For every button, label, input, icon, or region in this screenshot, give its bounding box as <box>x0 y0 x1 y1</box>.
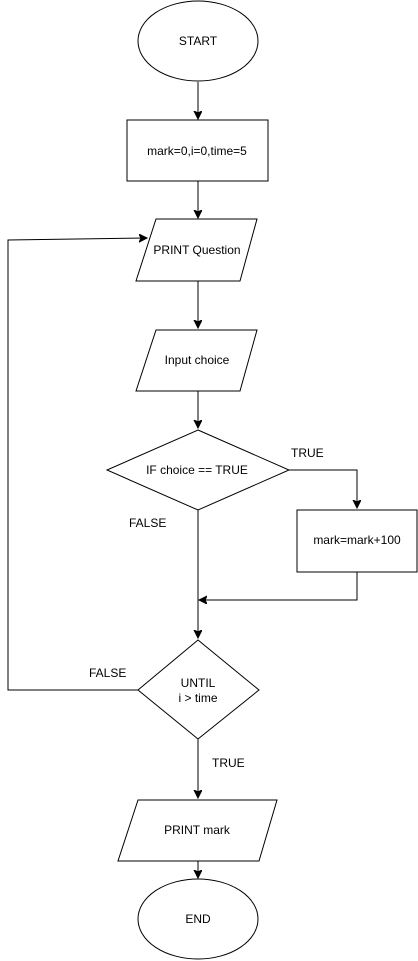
end-ellipse <box>137 878 259 960</box>
until-diamond <box>137 639 260 740</box>
if-false-label: FALSE <box>129 516 166 530</box>
add-mark-rect <box>296 509 418 573</box>
end-node: END <box>137 878 259 960</box>
if-decision-node: IF choice == TRUE <box>105 429 291 511</box>
edge-add-mark-to-merge <box>200 572 358 600</box>
init-rect <box>126 119 269 182</box>
start-node: START <box>137 0 259 82</box>
print-mark-parallelogram <box>117 799 278 862</box>
until-true-label: TRUE <box>212 756 245 770</box>
if-true-label: TRUE <box>291 446 324 460</box>
print-question-node: PRINT Question <box>135 218 258 282</box>
edge-until-false-loop <box>7 238 146 691</box>
init-label: mark=0,i=0,time=5 <box>147 144 247 158</box>
end-label: END <box>185 912 211 926</box>
print-question-label: PRINT Question <box>153 243 240 257</box>
add-mark-node: mark=mark+100 <box>296 509 418 573</box>
init-node: mark=0,i=0,time=5 <box>126 119 269 182</box>
if-label: IF choice == TRUE <box>146 463 248 477</box>
until-decision-node: UNTIL i > time <box>137 639 260 740</box>
edges <box>7 82 358 877</box>
until-label-line2: i > time <box>178 691 217 705</box>
edge-if-true-to-add-mark <box>289 469 357 507</box>
start-ellipse <box>137 0 259 82</box>
print-mark-label: PRINT mark <box>164 823 231 837</box>
input-choice-label: Input choice <box>165 353 230 367</box>
until-label-line1: UNTIL <box>181 676 216 690</box>
input-choice-parallelogram <box>135 329 258 392</box>
add-mark-label: mark=mark+100 <box>313 533 401 547</box>
print-question-parallelogram <box>135 218 258 282</box>
input-choice-node: Input choice <box>135 329 258 392</box>
until-false-label: FALSE <box>89 666 126 680</box>
print-mark-node: PRINT mark <box>117 799 278 862</box>
start-label: START <box>179 34 218 48</box>
if-diamond <box>105 429 291 511</box>
